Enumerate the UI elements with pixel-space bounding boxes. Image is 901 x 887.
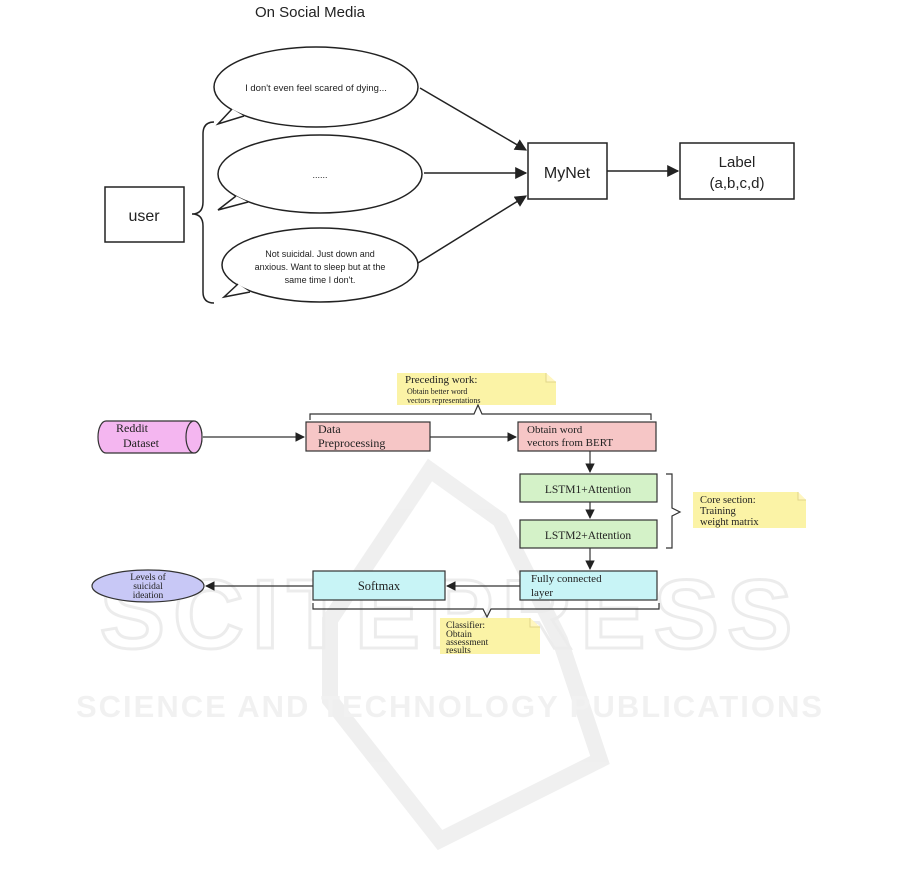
fc-line-2: layer [531, 587, 553, 599]
dataset-line-1: Reddit [116, 421, 149, 435]
bubble-3-line-2: anxious. Want to sleep but at the [255, 262, 386, 272]
dataset-line-2: Dataset [123, 436, 160, 450]
levels-line-2: suicidal [133, 582, 163, 592]
watermark-shape [322, 458, 610, 851]
lstm2-box [519, 519, 658, 549]
watermark-small-text: SCIENCE AND TECHNOLOGY PUBLICATIONS [76, 689, 824, 724]
fc-box [519, 570, 658, 601]
note-preceding-line-2: Obtain better word [407, 387, 467, 396]
lstm1-box [519, 473, 658, 503]
speech-bubble-3: Not suicidal. Just down and anxious. Wan… [221, 227, 419, 303]
bracket-core [666, 473, 682, 549]
levels-line-3: ideation [133, 591, 164, 601]
note-core-line-1: Core section: [700, 495, 756, 506]
note-classifier-line-1: Classifier: [446, 620, 485, 631]
lstm2-label: LSTM2+Attention [545, 530, 632, 542]
label-box [679, 142, 795, 200]
note-preceding-line-3: vectors representations [407, 396, 481, 405]
levels-ellipse [91, 569, 205, 603]
dataset-cylinder: Reddit Dataset [97, 420, 203, 454]
label-line-1: Label [719, 154, 756, 171]
bert-box [517, 421, 657, 452]
label-line-2: (a,b,c,d) [709, 175, 764, 192]
user-box [104, 186, 185, 243]
levels-line-1: Levels of [130, 572, 166, 583]
fc-line-1: Fully connected [531, 573, 602, 585]
note-classifier-line-3: assessment [446, 638, 489, 648]
user-brace [191, 121, 215, 304]
bert-line-2: vectors from BERT [527, 437, 613, 449]
note-classifier-line-4: results [446, 646, 471, 656]
note-classifier-line-2: Obtain [446, 630, 472, 640]
bubble-3-line-1: Not suicidal. Just down and [265, 249, 375, 259]
speech-bubble-2: ...... [217, 134, 423, 214]
user-label: user [128, 208, 160, 225]
bubble-1-text: I don't even feel scared of dying... [245, 83, 387, 94]
preprocessing-line-1: Data [318, 422, 341, 436]
watermark: SCITEPRESS SCIENCE AND TECHNOLOGY PUBLIC… [76, 458, 824, 851]
bubble-3-line-3: same time I don't. [285, 275, 356, 285]
note-core-section: Core section: Training weight matrix [693, 492, 806, 528]
speech-bubble-1: I don't even feel scared of dying... [213, 46, 419, 128]
mynet-label: MyNet [544, 165, 591, 182]
bubble-2-text: ...... [312, 170, 327, 180]
bert-line-1: Obtain word [527, 424, 583, 436]
note-classifier: Classifier: Obtain assessment results [440, 618, 540, 656]
softmax-box [312, 570, 446, 601]
bracket-preceding [309, 403, 652, 420]
preprocessing-line-2: Preprocessing [318, 436, 385, 450]
preprocessing-box [305, 421, 431, 452]
arrow-bubble1-to-net [419, 87, 528, 151]
note-preceding-line-1: Preceding work: [405, 374, 477, 386]
note-preceding-work: Preceding work: Obtain better word vecto… [397, 373, 556, 405]
note-core-line-3: weight matrix [700, 517, 759, 528]
bracket-classifier [312, 603, 660, 619]
lstm1-label: LSTM1+Attention [545, 484, 632, 496]
softmax-label: Softmax [358, 579, 401, 593]
top-title: On Social Media [255, 4, 366, 21]
arrow-bubble3-to-net [417, 195, 528, 264]
note-core-line-2: Training [700, 506, 737, 517]
